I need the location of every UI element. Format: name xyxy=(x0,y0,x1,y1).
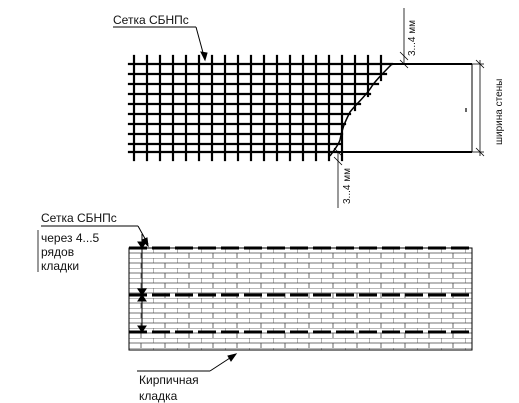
brickwork xyxy=(128,247,473,351)
mesh-label-section: Сетка СБНПс xyxy=(41,211,117,225)
brick-label-leader xyxy=(137,353,238,372)
dimension-top xyxy=(399,8,409,69)
spacing-dimension xyxy=(137,234,147,333)
plan-view: Сетка СБНПс 3...4 мм 3...4 мм ширина ст xyxy=(113,8,505,208)
dimension-bottom-label: 3...4 мм xyxy=(342,168,353,204)
spacing-label-line2: рядов xyxy=(41,245,74,259)
dimension-top-label: 3...4 мм xyxy=(407,20,418,56)
section-view: Сетка СБНПс через 4...5 рядов кладки Кир… xyxy=(37,211,473,403)
brick-label-line2: кладка xyxy=(139,389,178,403)
mesh-label-top-leader xyxy=(113,26,208,62)
spacing-label-line3: кладки xyxy=(41,259,79,273)
wall-width-label: ширина стены xyxy=(494,79,505,145)
mesh-grid xyxy=(127,54,394,162)
brick-label-line1: Кирпичная xyxy=(139,373,199,387)
spacing-label: через 4...5 рядов кладки xyxy=(37,230,100,273)
dimension-bottom xyxy=(333,147,343,208)
break-line xyxy=(329,63,393,157)
mesh-layers xyxy=(129,246,472,334)
wall-width-dimension xyxy=(465,59,485,157)
mesh-label-top: Сетка СБНПс xyxy=(113,13,189,27)
spacing-label-line1: через 4...5 xyxy=(41,231,100,245)
wall-outline xyxy=(355,63,484,153)
